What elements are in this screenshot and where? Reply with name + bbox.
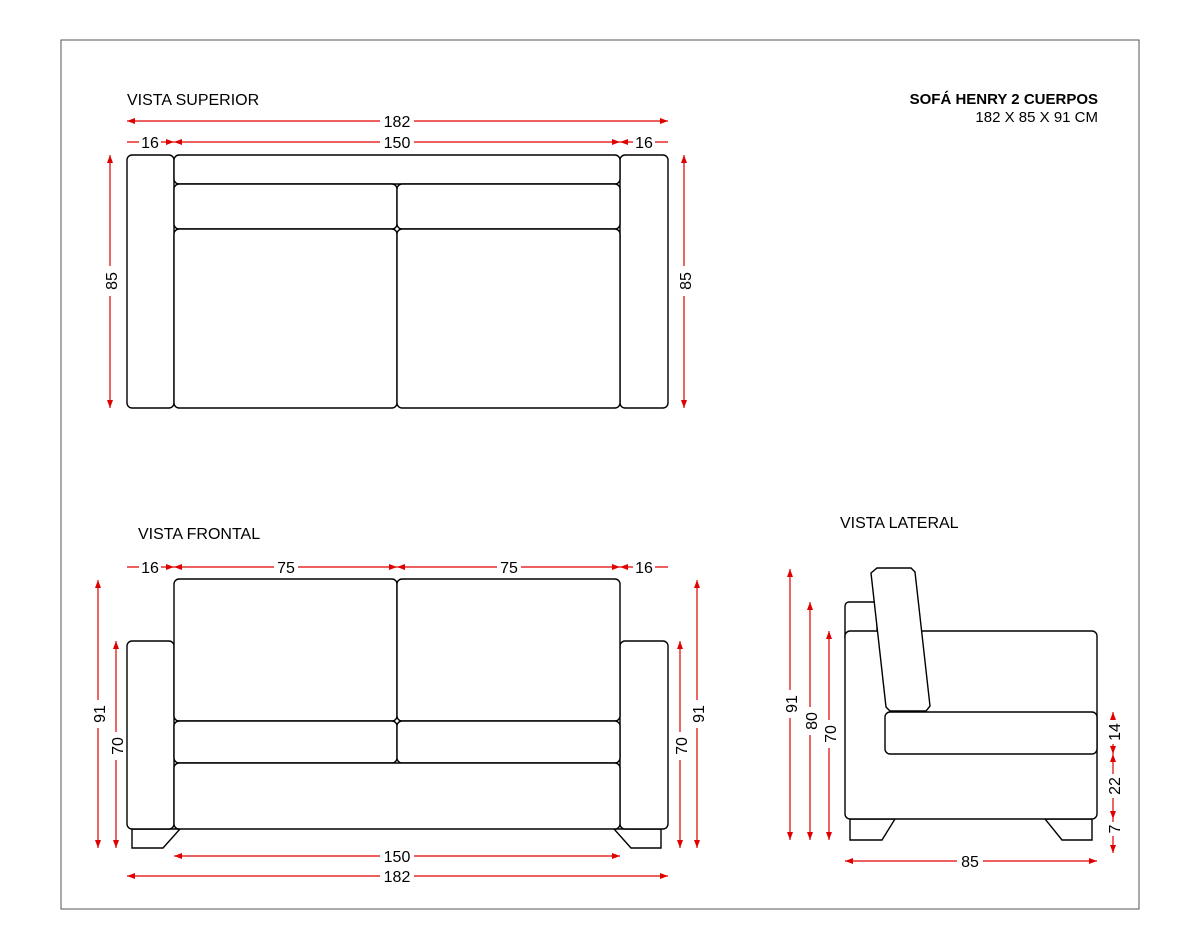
front-view-label: VISTA FRONTAL — [138, 526, 260, 543]
svg-text:182: 182 — [384, 114, 411, 131]
front-view: VISTA FRONTAL 16 75 75 16 — [90, 526, 708, 886]
svg-text:75: 75 — [277, 560, 295, 577]
front-back-cushion-right — [396, 578, 621, 722]
side-seat-cushion — [884, 711, 1098, 755]
svg-text:91: 91 — [92, 705, 109, 723]
svg-text:16: 16 — [141, 560, 159, 577]
svg-text:22: 22 — [1107, 777, 1124, 795]
dim-top-arm-right: 16 — [620, 133, 668, 152]
svg-text:80: 80 — [804, 712, 821, 730]
dim-top-depth-left: 85 — [102, 155, 121, 408]
dim-front-arm-height-right: 70 — [672, 641, 691, 848]
front-base — [173, 762, 621, 830]
dim-front-arm-height-left: 70 — [108, 641, 127, 848]
dim-top-arm-left: 16 — [127, 133, 174, 152]
top-back-cushion-right — [396, 183, 621, 230]
top-back-cushion-left — [173, 183, 398, 230]
top-view-label: VISTA SUPERIOR — [127, 92, 259, 109]
svg-text:91: 91 — [691, 705, 708, 723]
dim-front-total-width: 182 — [127, 867, 668, 886]
front-left-arm — [126, 640, 175, 830]
side-view-label: VISTA LATERAL — [840, 515, 959, 532]
top-seat-cushion-right — [396, 228, 621, 409]
dim-front-arm-left: 16 — [127, 558, 174, 577]
svg-text:16: 16 — [635, 560, 653, 577]
product-title: SOFÁ HENRY 2 CUERPOS — [910, 91, 1098, 108]
svg-text:75: 75 — [500, 560, 518, 577]
dim-side-legs: 7 — [1105, 819, 1124, 853]
svg-text:150: 150 — [384, 849, 411, 866]
top-backrest — [173, 154, 621, 185]
svg-text:182: 182 — [384, 869, 411, 886]
top-seat-cushion-left — [173, 228, 398, 409]
dim-side-back-height: 80 — [802, 602, 821, 840]
dim-side-depth: 85 — [845, 852, 1097, 871]
svg-text:70: 70 — [110, 737, 127, 755]
dim-side-seat-base: 22 — [1105, 754, 1124, 819]
svg-text:70: 70 — [674, 737, 691, 755]
dim-front-height-right: 91 — [689, 580, 708, 848]
svg-text:85: 85 — [961, 854, 979, 871]
top-view: VISTA SUPERIOR 182 16 150 16 — [102, 92, 695, 409]
svg-text:70: 70 — [823, 725, 840, 743]
svg-text:14: 14 — [1107, 723, 1124, 741]
side-back-cushion — [870, 567, 931, 712]
top-right-arm — [619, 154, 669, 409]
dim-front-height-left: 91 — [90, 580, 109, 848]
dim-side-arm-height: 70 — [821, 631, 840, 840]
dim-front-cushion-left: 75 — [174, 558, 397, 577]
svg-text:7: 7 — [1107, 824, 1124, 833]
front-back-cushion-left — [173, 578, 398, 722]
svg-text:85: 85 — [678, 272, 695, 290]
svg-text:91: 91 — [784, 695, 801, 713]
front-seat-cushion-left — [173, 720, 398, 764]
top-left-arm — [126, 154, 175, 409]
side-view: VISTA LATERAL 91 80 70 — [782, 515, 1124, 871]
dim-top-total-width: 182 — [127, 112, 668, 131]
dim-side-seat-cushion: 14 — [1105, 712, 1124, 754]
product-dimensions: 182 X 85 X 91 CM — [975, 109, 1098, 126]
svg-text:85: 85 — [104, 272, 121, 290]
dim-front-arm-right: 16 — [620, 558, 668, 577]
dim-front-base-width: 150 — [174, 847, 620, 866]
svg-text:150: 150 — [384, 135, 411, 152]
svg-text:16: 16 — [141, 135, 159, 152]
dim-top-depth-right: 85 — [676, 155, 695, 408]
dim-front-cushion-right: 75 — [397, 558, 620, 577]
svg-text:16: 16 — [635, 135, 653, 152]
front-seat-cushion-right — [396, 720, 621, 764]
dim-top-seat-width: 150 — [174, 133, 620, 152]
dim-side-total-height: 91 — [782, 569, 801, 840]
front-right-arm — [619, 640, 669, 830]
